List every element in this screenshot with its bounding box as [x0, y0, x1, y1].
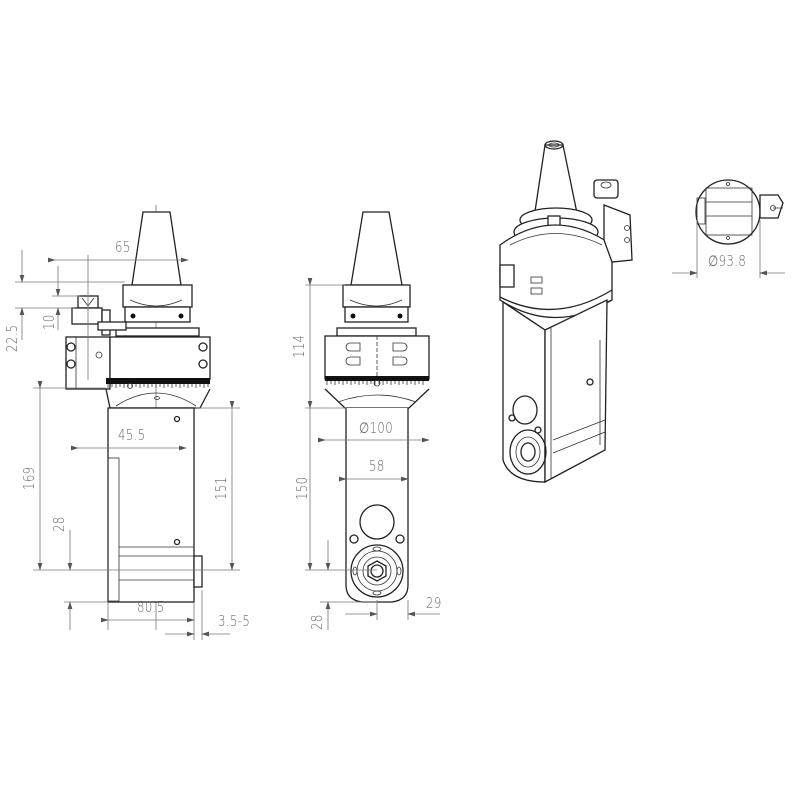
- isometric-view: [499, 140, 633, 484]
- dim-3-5-5: 3.5-5: [218, 612, 251, 630]
- dim-169: 169: [20, 466, 38, 490]
- dim-diameter-100: ∅100: [359, 419, 394, 437]
- dim-22-5: 22.5: [3, 324, 21, 352]
- dim-65: 65: [115, 238, 131, 256]
- dim-28-front: 28: [308, 614, 326, 630]
- front-view: [305, 211, 440, 630]
- dim-58: 58: [369, 457, 385, 475]
- dim-diameter-93-8: ∅93.8: [708, 252, 747, 270]
- dim-29: 29: [426, 594, 442, 612]
- side-view: [15, 205, 240, 640]
- dim-151: 151: [212, 476, 230, 500]
- top-view: [672, 179, 785, 278]
- dim-45-5: 45.5: [118, 426, 146, 444]
- dim-28-side: 28: [50, 516, 68, 532]
- dim-114: 114: [290, 334, 308, 358]
- dim-10: 10: [40, 314, 58, 330]
- dim-150: 150: [293, 476, 311, 500]
- dim-80-5: 80.5: [137, 598, 165, 616]
